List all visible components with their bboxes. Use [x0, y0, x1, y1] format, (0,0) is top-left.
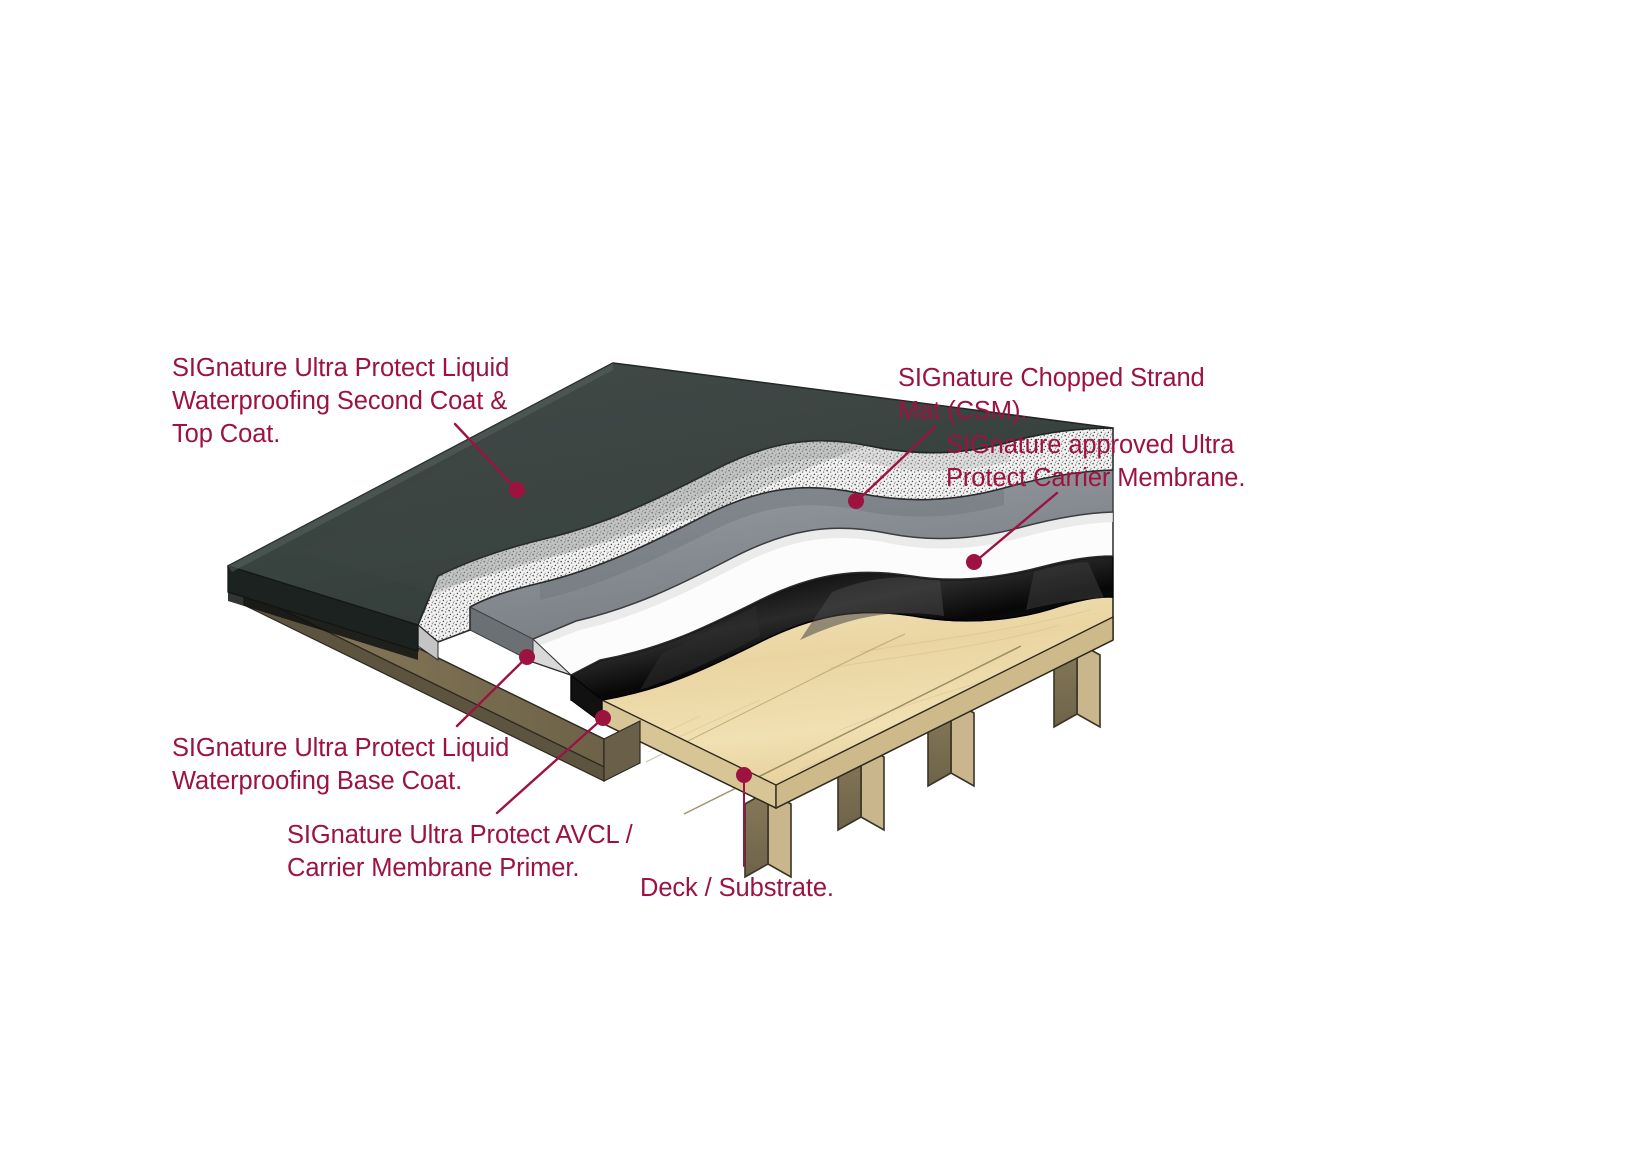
leader-line-csm: [856, 425, 937, 502]
callout-label-avcl-primer: SIGnature Ultra Protect AVCL / Carrier M…: [287, 821, 633, 882]
leader-line-avcl: [495, 717, 604, 815]
callout-label-carrier-membrane: SIGnature approved Ultra Protect Carrier…: [946, 431, 1246, 492]
callout-dots: [509, 482, 982, 783]
callout-label-deck-substrate: Deck / Substrate.: [640, 874, 834, 902]
callout-label-base-coat: SIGnature Ultra Protect Liquid Waterproo…: [172, 734, 510, 795]
leader-line-topcoat: [453, 422, 519, 492]
leader-dot-deck: [736, 767, 752, 783]
leader-dot-carrier: [966, 554, 982, 570]
callout-leaders: [453, 422, 1059, 867]
leader-dot-avcl: [595, 710, 611, 726]
callout-label-chopped-strand-mat: SIGnature Chopped Strand Mat (CSM).: [898, 364, 1205, 425]
leader-dot-basecoat: [519, 649, 535, 665]
leader-line-basecoat: [455, 655, 529, 728]
callout-label-top-coat: SIGnature Ultra Protect Liquid Waterproo…: [172, 354, 510, 448]
leader-dot-topcoat: [509, 482, 525, 498]
layer-top-coat: [227, 362, 1114, 660]
leader-dot-csm: [848, 493, 864, 509]
leader-line-carrier: [974, 491, 1059, 563]
